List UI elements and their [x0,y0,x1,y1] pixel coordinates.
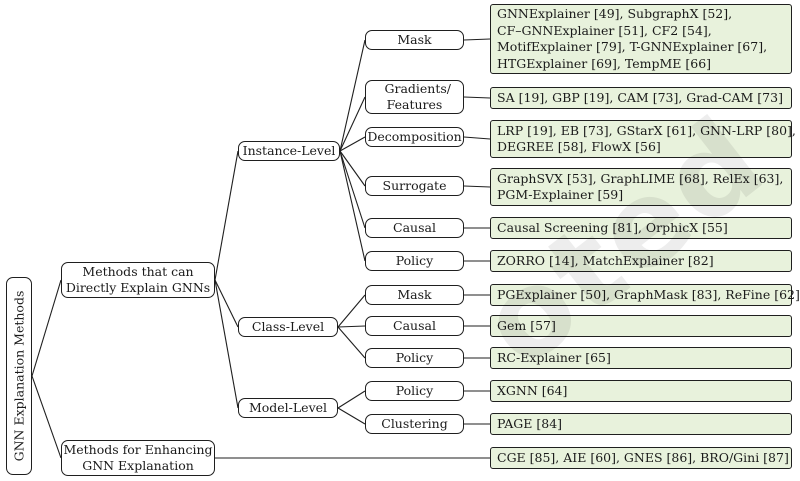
leaf-clustering: PAGE [84] [490,413,792,435]
connector-line [337,326,366,359]
leaf-line: RC-Explainer [65] [497,349,611,365]
direct-methods-node: Methods that can Directly Explain GNNs [61,262,215,298]
model-level-label: Model-Level [248,400,328,415]
connector-line [339,150,366,262]
category-label: Mask [397,287,432,302]
connector-line [339,150,366,229]
connector-line [337,294,366,328]
category-label: Policy [395,253,434,268]
connector-line [214,150,239,281]
leaf-line: XGNN [64] [497,382,568,398]
category-label: Decomposition [367,129,462,144]
connector-line [339,39,366,152]
instance-level-node: Instance-Level [238,141,340,161]
connector-line [337,325,366,328]
connector-line [31,279,62,377]
root-node: GNN Explanation Methods [6,277,32,475]
category-policy-class: Policy [365,348,464,368]
category-causal-class: Causal [365,316,464,336]
category-policy-model: Policy [365,381,464,401]
category-surrogate: Surrogate [365,176,464,196]
enhancing-methods-label: Methods for Enhancing GNN Explanation [63,442,213,473]
leaf-line: GraphSVX [53], GraphLIME [68], RelEx [63… [497,170,784,186]
enhancing-methods-node: Methods for Enhancing GNN Explanation [61,440,215,476]
category-decomposition: Decomposition [365,127,464,147]
leaf-line: ZORRO [14], MatchExplainer [82] [497,252,714,268]
leaf-enhancing: CGE [85], AIE [60], GNES [86], BRO/Gini … [490,447,792,469]
connector-line [339,150,366,187]
leaf-policy-instance: ZORRO [14], MatchExplainer [82] [490,250,792,272]
model-level-node: Model-Level [238,398,338,418]
leaf-line: CF–GNNExplainer [51], CF2 [54], [497,22,712,38]
instance-level-label: Instance-Level [242,143,336,158]
category-mask-instance: Mask [365,30,464,50]
category-label: Causal [393,318,436,333]
connector-line [339,96,366,152]
class-level-label: Class-Level [251,319,325,334]
leaf-line: PAGE [84] [497,415,563,431]
leaf-line: SA [19], GBP [19], CAM [73], Grad-CAM [7… [497,89,783,105]
category-label: Policy [395,383,434,398]
leaf-line: Gem [57] [497,317,556,333]
category-gradients-features: Gradients/ Features [365,80,464,114]
leaf-gradients: SA [19], GBP [19], CAM [73], Grad-CAM [7… [490,87,792,109]
connector-line [463,96,491,99]
category-label: Clustering [381,416,448,431]
connector-line [337,407,366,425]
connector-line [31,375,62,459]
class-level-node: Class-Level [238,317,338,337]
connector-line [214,279,239,409]
leaf-line: Causal Screening [81], OrphicX [55] [497,219,728,235]
leaf-causal-instance: Causal Screening [81], OrphicX [55] [490,217,792,239]
leaf-line: GNNExplainer [49], SubgraphX [52], [497,6,733,21]
category-label: Policy [395,350,434,365]
leaf-causal-class: Gem [57] [490,315,792,337]
category-label: Gradients/ Features [384,81,452,112]
leaf-policy-model: XGNN [64] [490,380,792,402]
leaf-policy-class: RC-Explainer [65] [490,347,792,369]
leaf-line: LRP [19], EB [73], GStarX [61], GNN-LRP … [497,122,796,138]
connector-line [214,279,239,328]
leaf-decomposition: LRP [19], EB [73], GStarX [61], GNN-LRP … [490,120,796,158]
leaf-surrogate: GraphSVX [53], GraphLIME [68], RelEx [63… [490,168,792,206]
connector-line [339,136,366,152]
connector-line [463,185,491,188]
category-label: Mask [397,32,432,47]
category-label: Surrogate [382,178,447,193]
direct-methods-label: Methods that can Directly Explain GNNs [65,264,211,295]
leaf-line: HTGExplainer [69], TempME [66] [497,55,712,71]
leaf-line: PGM-Explainer [59] [497,187,624,202]
category-mask-class: Mask [365,285,464,305]
leaf-line: DEGREE [58], FlowX [56] [497,139,661,154]
leaf-line: MotifExplainer [79], T-GNNExplainer [67]… [497,39,768,54]
leaf-mask-class: PGExplainer [50], GraphMask [83], ReFine… [490,284,800,306]
connector-line [337,390,366,409]
connector-line [463,136,491,140]
category-policy-instance: Policy [365,251,464,271]
category-label: Causal [393,220,436,235]
root-label: GNN Explanation Methods [11,290,27,462]
leaf-line: CGE [85], AIE [60], GNES [86], BRO/Gini … [497,449,789,465]
leaf-line: PGExplainer [50], GraphMask [83], ReFine… [497,286,800,302]
category-clustering: Clustering [365,414,464,434]
category-causal-instance: Causal [365,218,464,238]
connector-line [463,38,491,41]
leaf-mask-instance: GNNExplainer [49], SubgraphX [52], CF–GN… [490,4,792,74]
